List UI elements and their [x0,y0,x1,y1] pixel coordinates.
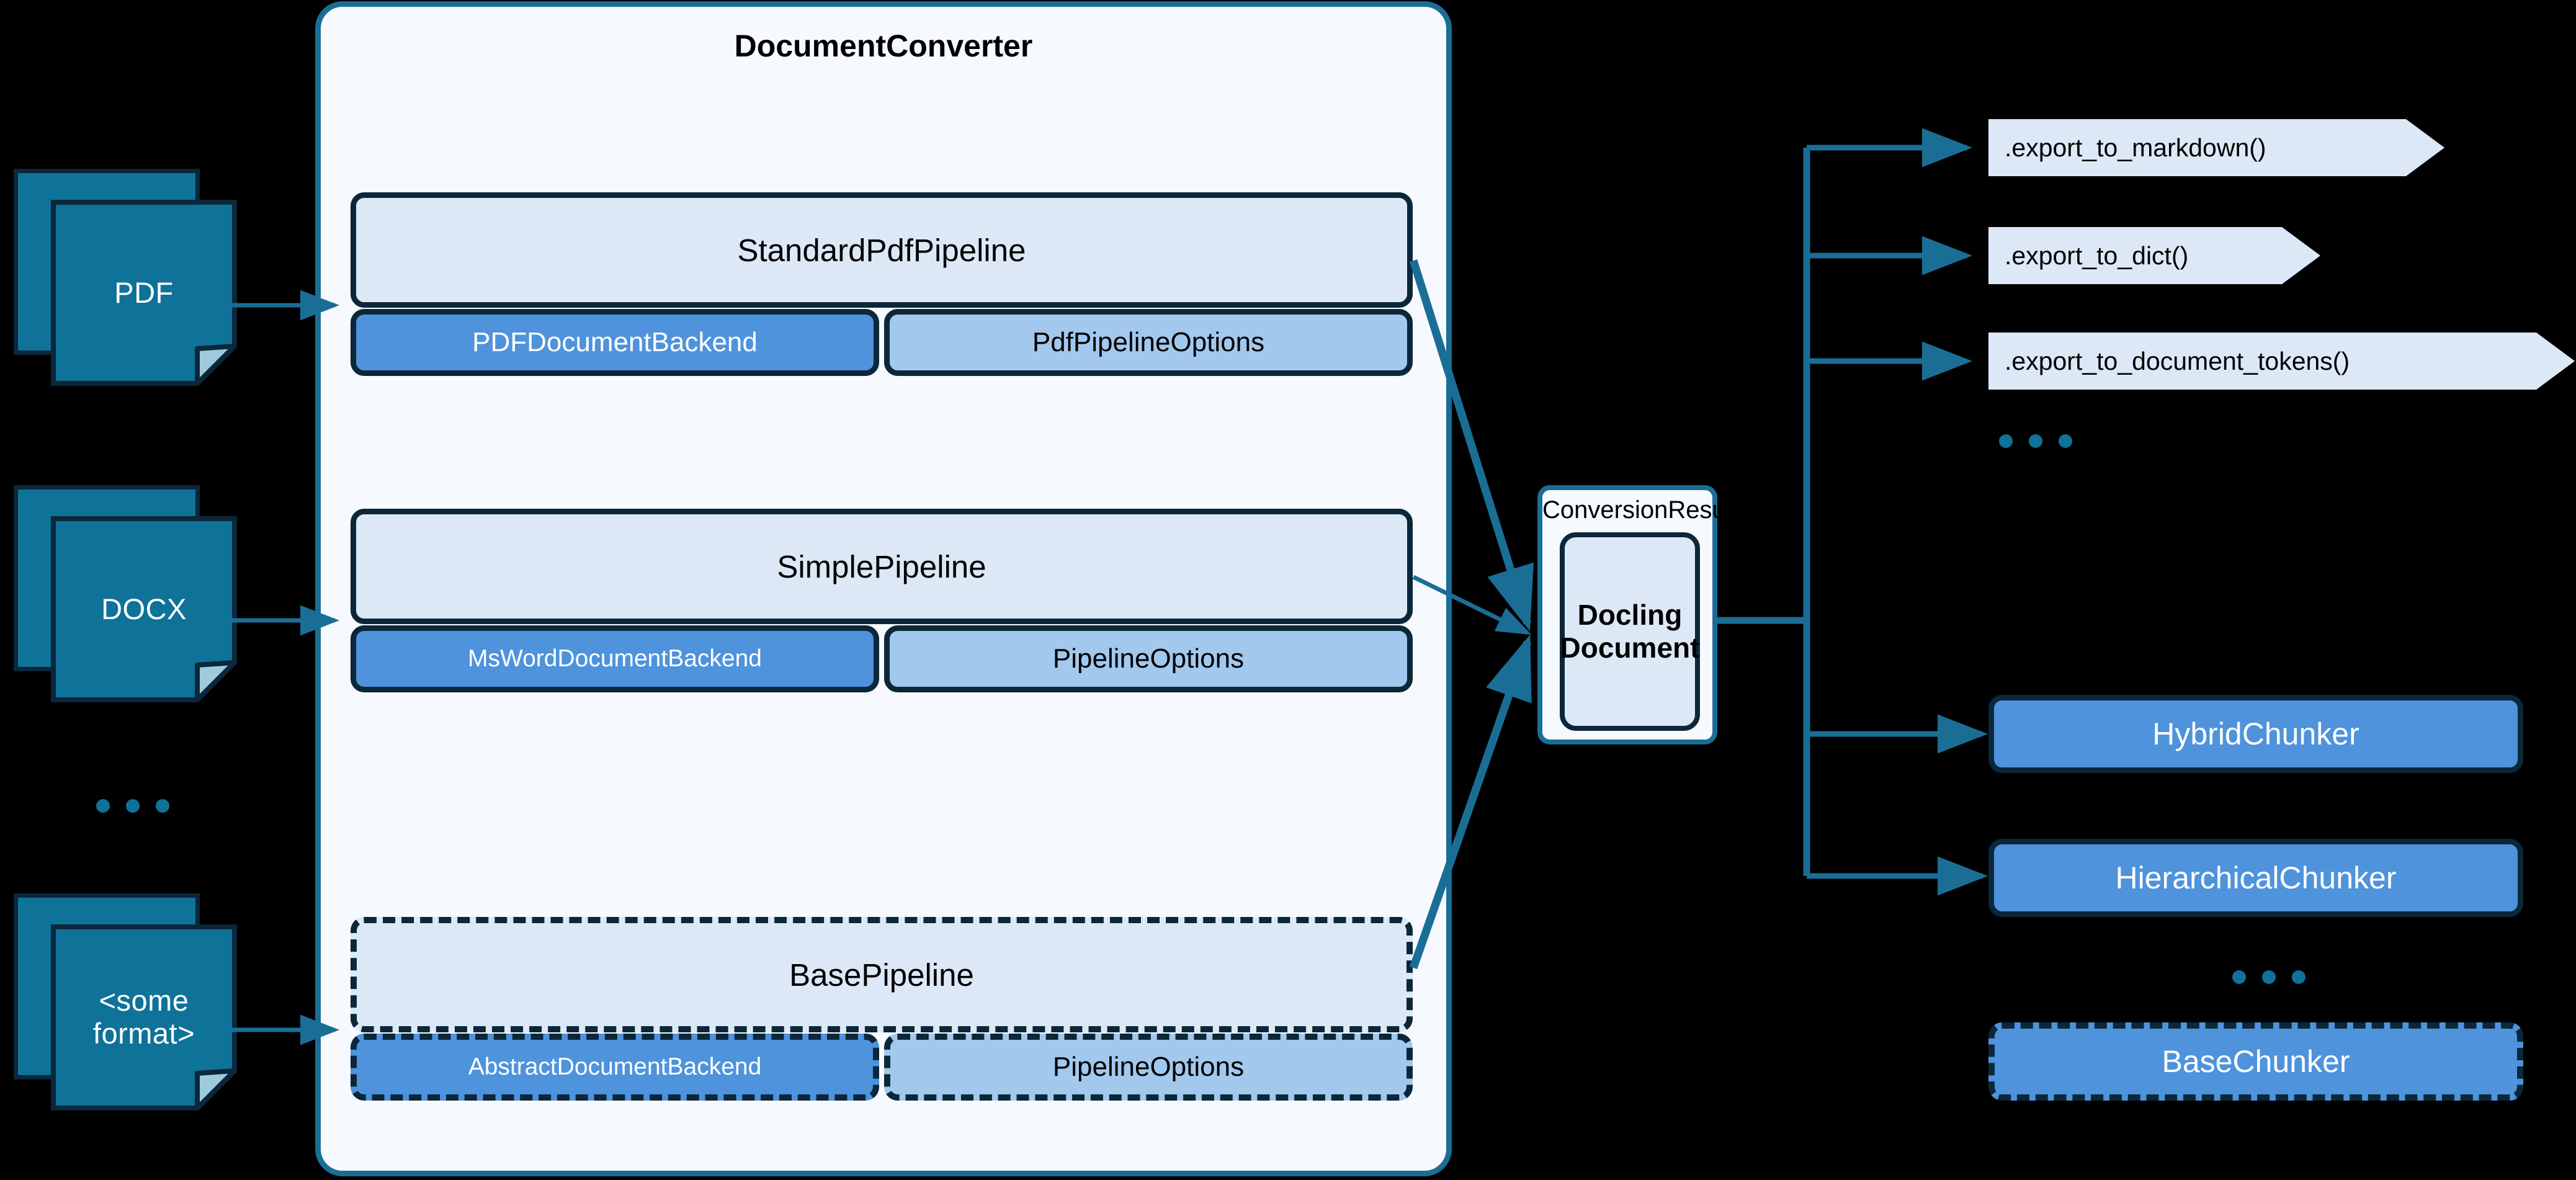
pipeline-options[interactable]: PipelineOptions [884,625,1413,692]
pipeline-name: SimplePipeline [351,509,1413,624]
pipeline-components: PDFDocumentBackend PdfPipelineOptions [351,309,1413,376]
document-sheet-front [51,516,237,702]
export-to-document-tokens-button[interactable]: .export_to_document_tokens() [1988,333,2575,390]
pipeline-backend[interactable]: AbstractDocumentBackend [351,1034,879,1101]
chunker-base[interactable]: BaseChunker [1988,1022,2523,1101]
pipeline-backend[interactable]: MsWordDocumentBackend [351,625,879,692]
export-label: .export_to_markdown() [2005,133,2266,162]
pipeline-options[interactable]: PdfPipelineOptions [884,309,1413,376]
document-sheet-front [51,200,237,386]
chunker-hierarchical[interactable]: HierarchicalChunker [1988,839,2523,917]
pipeline-name: BasePipeline [351,917,1413,1032]
pipeline-components: AbstractDocumentBackend PipelineOptions [351,1034,1413,1101]
pipeline-standard-pdf[interactable]: StandardPdfPipeline PDFDocumentBackend P… [351,192,1413,376]
chunker-label: HybridChunker [2152,717,2359,751]
arrow-base-pipeline-to-result [1409,634,1532,970]
conversion-result-label: ConversionResult [1542,496,1738,524]
arrow-standard-pipeline-to-result [1409,259,1534,632]
pipeline-options[interactable]: PipelineOptions [884,1034,1413,1101]
pipeline-simple[interactable]: SimplePipeline MsWordDocumentBackend Pip… [351,509,1413,692]
exports-ellipsis [1999,434,2072,448]
pipeline-components: MsWordDocumentBackend PipelineOptions [351,625,1413,692]
pipeline-name: StandardPdfPipeline [351,192,1413,308]
arrow-simple-pipeline-to-result [1412,574,1532,635]
chunker-hybrid[interactable]: HybridChunker [1988,695,2523,773]
export-to-markdown-button[interactable]: .export_to_markdown() [1988,119,2444,176]
inputs-ellipsis [96,799,169,813]
export-label: .export_to_dict() [2005,241,2189,270]
pipeline-backend[interactable]: PDFDocumentBackend [351,309,879,376]
export-label: .export_to_document_tokens() [2005,346,2350,375]
pipeline-base[interactable]: BasePipeline AbstractDocumentBackend Pip… [351,917,1413,1101]
chunkers-ellipsis [2232,970,2305,984]
export-to-dict-button[interactable]: .export_to_dict() [1988,227,2320,284]
document-sheet-front [51,924,237,1111]
chunker-label: BaseChunker [2162,1044,2350,1079]
chunker-label: HierarchicalChunker [2115,860,2397,895]
document-converter-title: DocumentConverter [734,29,1033,63]
